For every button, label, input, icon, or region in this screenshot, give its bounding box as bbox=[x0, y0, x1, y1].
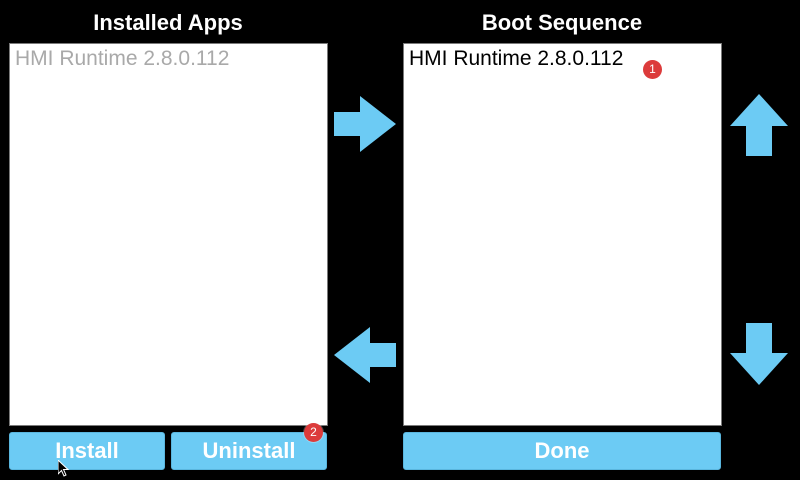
installed-apps-heading: Installed Apps bbox=[93, 10, 243, 35]
boot-sequence-item[interactable]: HMI Runtime 2.8.0.112 bbox=[409, 47, 624, 70]
mouse-cursor-icon bbox=[57, 458, 70, 480]
done-button[interactable]: Done bbox=[403, 432, 721, 470]
installed-apps-list[interactable]: HMI Runtime 2.8.0.112 bbox=[9, 43, 328, 426]
installed-app-item[interactable]: HMI Runtime 2.8.0.112 bbox=[15, 47, 230, 70]
move-right-arrow-icon[interactable] bbox=[334, 96, 396, 152]
boot-sequence-heading: Boot Sequence bbox=[481, 10, 643, 35]
install-button[interactable]: Install bbox=[9, 432, 165, 470]
boot-sequence-list[interactable]: HMI Runtime 2.8.0.112 bbox=[403, 43, 722, 426]
move-left-arrow-icon[interactable] bbox=[334, 327, 396, 383]
uninstall-button[interactable]: Uninstall bbox=[171, 432, 327, 470]
move-down-arrow-icon[interactable] bbox=[730, 323, 788, 385]
boot-order-badge: 1 bbox=[643, 60, 662, 79]
uninstall-badge: 2 bbox=[304, 423, 323, 442]
move-up-arrow-icon[interactable] bbox=[730, 94, 788, 156]
